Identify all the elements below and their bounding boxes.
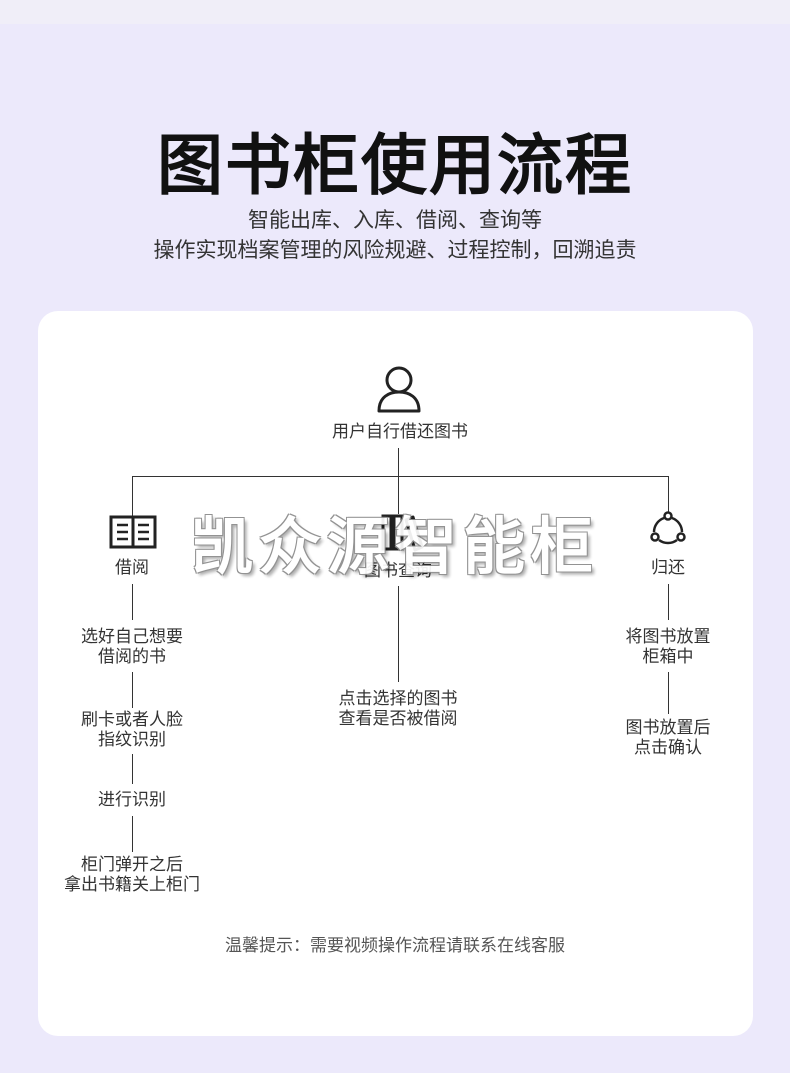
borrow-connector-1	[132, 584, 133, 620]
return-connector-1	[668, 584, 669, 620]
subtitle-line-2: 操作实现档案管理的风险规避、过程控制，回溯追责	[153, 238, 637, 262]
branch-label-borrow: 借阅	[115, 558, 149, 578]
watermark: 凯众源智能柜	[190, 510, 599, 583]
flow-card	[38, 311, 753, 1036]
return-connector-2	[668, 672, 669, 714]
borrow-connector-2	[132, 672, 133, 708]
branch-label-return: 归还	[651, 558, 685, 578]
branch-bar	[132, 476, 668, 477]
borrow-step-1: 选好自己想要 借阅的书	[81, 627, 183, 667]
subtitle-line-1: 智能出库、入库、借阅、查询等	[248, 208, 542, 232]
tip-text: 温馨提示：需要视频操作流程请联系在线客服	[225, 936, 565, 956]
right-branch-drop	[668, 476, 669, 512]
user-icon	[377, 366, 421, 413]
root-connector	[398, 448, 399, 476]
search-connector-1	[398, 586, 399, 682]
borrow-step-4: 柜门弹开之后 拿出书籍关上柜门	[64, 855, 200, 895]
borrow-connector-3	[132, 754, 133, 784]
top-band	[0, 0, 790, 24]
open-book-icon	[109, 515, 157, 549]
branch-label-search: 图书查询	[364, 561, 432, 581]
borrow-step-3: 进行识别	[98, 790, 166, 810]
middle-branch-drop	[398, 476, 399, 514]
borrow-connector-4	[132, 816, 133, 852]
search-step-1: 点击选择的图书 查看是否被借阅	[338, 689, 458, 729]
return-step-2: 图书放置后 点击确认	[625, 718, 711, 758]
return-step-1: 将图书放置 柜箱中	[625, 627, 711, 667]
page-title: 图书柜使用流程	[157, 127, 633, 204]
root-label: 用户自行借还图书	[332, 422, 468, 442]
borrow-step-2: 刷卡或者人脸 指纹识别	[81, 710, 183, 750]
left-branch-drop	[132, 476, 133, 516]
books-icon	[381, 514, 424, 552]
return-cycle-icon	[650, 511, 686, 545]
